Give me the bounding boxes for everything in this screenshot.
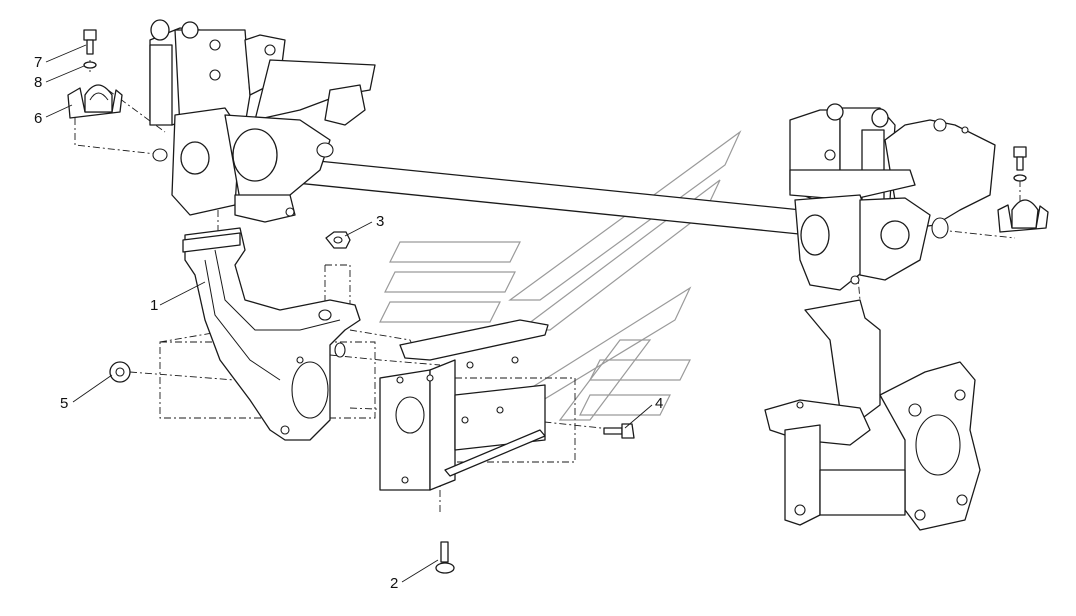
- callout-8: 8: [34, 74, 42, 91]
- callout-2: 2: [390, 575, 398, 592]
- nut-part-3: [325, 231, 351, 249]
- left-upper-bracket: [149, 19, 376, 223]
- bolt-part-4: [603, 423, 635, 439]
- flange-nut-part-5: [109, 361, 131, 383]
- callout-3: 3: [376, 213, 384, 230]
- right-upper-bracket: [789, 103, 996, 291]
- callout-4: 4: [655, 395, 663, 412]
- u-clamp-right: [997, 199, 1049, 233]
- u-clamp-part-6: [67, 84, 123, 119]
- bolt-part-7: [83, 29, 97, 55]
- callout-6: 6: [34, 110, 42, 127]
- center-mounting-plate: [379, 319, 549, 491]
- support-arm-part-1: [182, 227, 361, 441]
- callout-1: 1: [150, 297, 158, 314]
- leader-lines: [45, 44, 653, 583]
- callout-7: 7: [34, 54, 42, 71]
- callout-5: 5: [60, 395, 68, 412]
- callout-labels: 1 2 3 4 5 6 7 8: [34, 54, 663, 592]
- bolt-part-2: [435, 541, 455, 574]
- bolt-right: [1013, 146, 1027, 182]
- washer-part-8: [83, 61, 97, 69]
- right-lower-frame: [764, 299, 981, 531]
